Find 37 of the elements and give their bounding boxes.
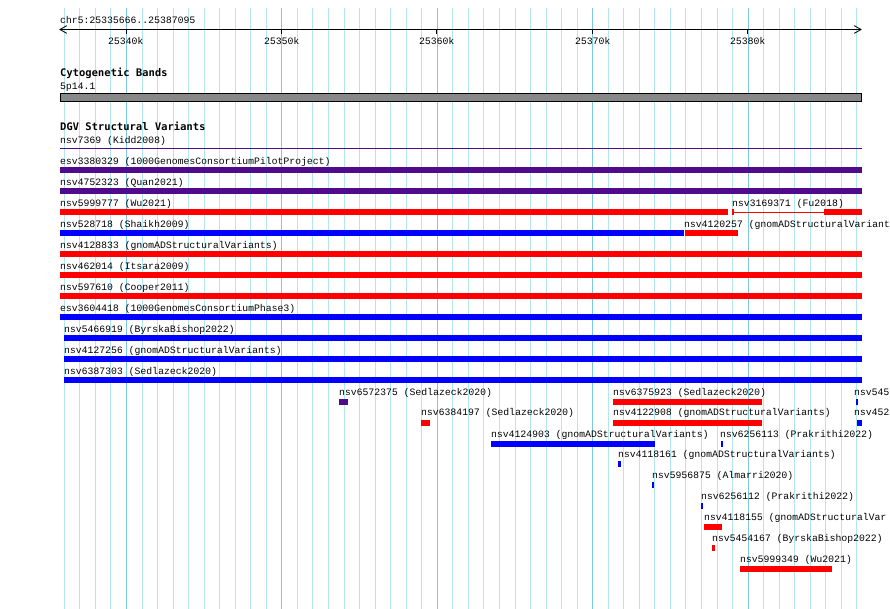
variant-label: nsv4120257 (gnomADStructuralVariant bbox=[684, 219, 890, 230]
tick-label: 25360k bbox=[419, 36, 454, 47]
variant-label: nsv528718 (Shaikh2009) bbox=[60, 219, 190, 230]
variant-label: nsv4127256 (gnomADStructuralVariants) bbox=[64, 345, 282, 356]
variant-label: esv3604418 (1000GenomesConsortiumPhase3) bbox=[60, 303, 296, 314]
variant-label: nsv7369 (Kidd2008) bbox=[60, 135, 166, 146]
variant-label: nsv5999777 (Wu2021) bbox=[60, 198, 172, 209]
variant-label: nsv6256112 (Prakrithi2022) bbox=[701, 491, 854, 502]
variant-label: nsv5454167 (ByrskaBishop2022) bbox=[712, 533, 882, 544]
variant-label: nsv6375923 (Sedlazeck2020) bbox=[613, 387, 766, 398]
variant-label: nsv597610 (Cooper2011) bbox=[60, 282, 190, 293]
tick-label: 25340k bbox=[108, 36, 144, 47]
variant-label: nsv4118161 (gnomADStructuralVariants) bbox=[618, 449, 836, 460]
variant-label: nsv6384197 (Sedlazeck2020) bbox=[421, 407, 574, 418]
variant-label: esv3380329 (1000GenomesConsortiumPilotProject) bbox=[60, 156, 330, 167]
variant-label: nsv452 bbox=[854, 407, 890, 418]
band-label: 5p14.1 bbox=[60, 81, 96, 92]
variant-label: nsv4122908 (gnomADStructuralVariants) bbox=[613, 407, 831, 418]
variant-label: nsv462014 (Itsara2009) bbox=[60, 261, 190, 272]
tick-label: 25350k bbox=[264, 36, 300, 47]
variant-label: nsv4752323 (Quan2021) bbox=[60, 177, 184, 188]
variant-label: nsv6256113 (Prakrithi2022) bbox=[720, 429, 873, 440]
coordinate-label: chr5:25335666..25387095 bbox=[60, 15, 196, 26]
track-title: Cytogenetic Bands bbox=[60, 68, 168, 79]
variant-label: nsv545 bbox=[854, 387, 890, 398]
variant-label: nsv5999349 (Wu2021) bbox=[740, 554, 852, 565]
variant-label: nsv4118155 (gnomADStructuralVar bbox=[704, 512, 886, 523]
tick-label: 25380k bbox=[730, 36, 766, 47]
tick-label: 25370k bbox=[575, 36, 610, 47]
variant-label: nsv4128833 (gnomADStructuralVariants) bbox=[60, 240, 278, 251]
variant-label: nsv6572375 (Sedlazeck2020) bbox=[339, 387, 492, 398]
variant-label: nsv3169371 (Fu2018) bbox=[732, 198, 844, 209]
variant-label: nsv4124903 (gnomADStructuralVariants) bbox=[491, 429, 709, 440]
variant-label: nsv6387303 (Sedlazeck2020) bbox=[64, 366, 217, 377]
variant-label: nsv5466919 (ByrskaBishop2022) bbox=[64, 324, 234, 335]
variant-label: nsv5956875 (Almarri2020) bbox=[652, 470, 794, 481]
track-title: DGV Structural Variants bbox=[60, 122, 206, 133]
